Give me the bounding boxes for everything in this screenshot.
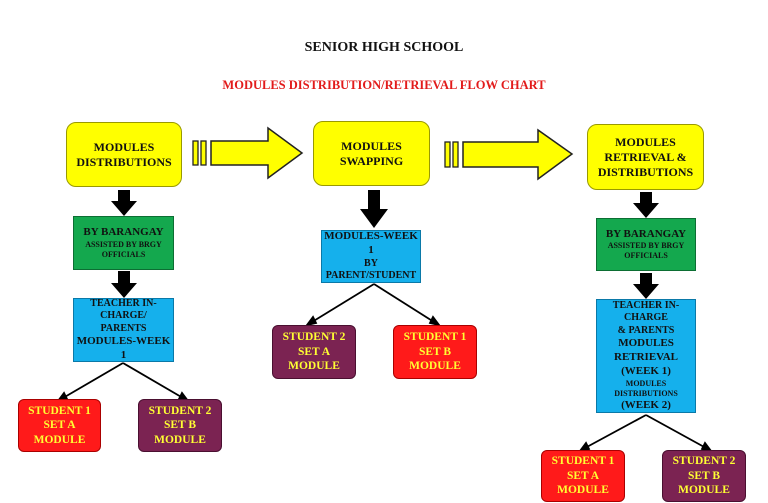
page-title: SENIOR HIGH SCHOOL bbox=[304, 40, 464, 55]
down-arrow-col1-a bbox=[111, 190, 137, 216]
down-arrow-col1-b bbox=[111, 271, 137, 298]
big-arrow-2 bbox=[444, 128, 574, 181]
down-arrow-col3-b bbox=[633, 273, 659, 299]
by-barangay-box-2: BY BARANGAY ASSISTED BY BRGY OFFICIALS bbox=[596, 218, 696, 271]
student-2-set-b-box: STUDENT 2 SET B MODULE bbox=[138, 399, 222, 452]
by-barangay-box: BY BARANGAY ASSISTED BY BRGY OFFICIALS bbox=[73, 216, 174, 270]
down-arrow-col3-a bbox=[633, 192, 659, 218]
modules-week-1-box: MODULES-WEEK 1 BY PARENT/STUDENT bbox=[321, 230, 421, 283]
student-1-set-a-box-2: STUDENT 1 SET A MODULE bbox=[541, 450, 625, 502]
teacher-parents-retrieval-box: TEACHER IN-CHARGE & PARENTS MODULES RETR… bbox=[596, 299, 696, 413]
student-1-set-a-box: STUDENT 1 SET A MODULE bbox=[18, 399, 101, 452]
down-arrow-col2 bbox=[360, 190, 388, 228]
student-2-set-b-box-2: STUDENT 2 SET B MODULE bbox=[662, 450, 746, 502]
modules-distributions-box: MODULES DISTRIBUTIONS bbox=[66, 122, 182, 187]
teacher-in-charge-box: TEACHER IN-CHARGE/ PARENTS MODULES-WEEK … bbox=[73, 298, 174, 362]
big-arrow-1 bbox=[192, 126, 304, 180]
page-subtitle: MODULES DISTRIBUTION/RETRIEVAL FLOW CHAR… bbox=[222, 78, 546, 92]
student-1-set-b-box: STUDENT 1 SET B MODULE bbox=[393, 325, 477, 379]
modules-swapping-box: MODULES SWAPPING bbox=[313, 121, 430, 186]
student-2-set-a-box: STUDENT 2 SET A MODULE bbox=[272, 325, 356, 379]
modules-retrieval-distributions-box: MODULES RETRIEVAL & DISTRIBUTIONS bbox=[587, 124, 704, 190]
